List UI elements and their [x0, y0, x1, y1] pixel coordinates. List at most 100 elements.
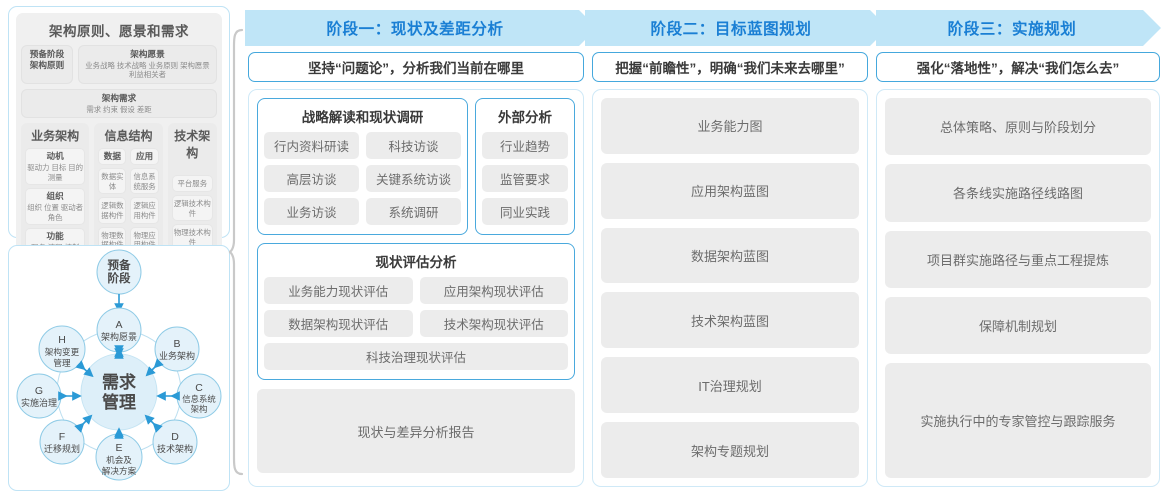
adm-node-b-label: 业务架构: [159, 350, 195, 361]
chip-item-full[interactable]: 科技治理现状评估: [264, 343, 568, 370]
chip-item[interactable]: 同业实践: [482, 198, 568, 225]
phase-3-banner[interactable]: [876, 10, 1161, 46]
chip-item[interactable]: 应用架构现状评估: [419, 277, 568, 304]
adm-center-line1: 需求: [102, 372, 136, 392]
phase-1-body: 战略解读和现状调研 行内资料研读 科技访谈 高层访谈 关键系统访谈 业务访谈 系…: [248, 89, 584, 487]
chip-row: 业务访谈 系统调研: [264, 198, 461, 225]
phase-2-subtitle: 把握“前瞻性”，明确“我们未来去哪里”: [592, 52, 868, 82]
phase-2-header[interactable]: 阶段二：目标蓝图规划: [650, 21, 812, 38]
adm-cycle-svg: 需求 管理 预备 阶段 A 架构愿景 B 业务架构 C: [16, 249, 222, 481]
data-item-label: 数据实体: [101, 172, 124, 191]
tech-item-label: 平台服务: [177, 179, 208, 189]
phase-3-item[interactable]: 各条线实施路径线路图: [885, 164, 1151, 222]
phase-3-item[interactable]: 保障机制规划: [885, 296, 1151, 355]
chip-item[interactable]: 行内资料研读: [264, 132, 359, 159]
tech-item: 逻辑技术构件: [171, 194, 213, 222]
phase-2-item[interactable]: 技术架构蓝图: [601, 292, 859, 349]
chip-item[interactable]: 高层访谈: [264, 165, 359, 192]
phase-1-column: 坚持“问题论”，分析我们当前在哪里 战略解读和现状调研 行内资料研读 科技访谈 …: [248, 52, 584, 487]
adm-node-c-label1: 信息系统: [182, 394, 216, 404]
adm-node-c-key: C: [195, 382, 203, 394]
adm-node-d: [152, 419, 198, 465]
application-item: 逻辑应用构件: [130, 197, 159, 224]
data-item-label: 物理数据构件: [101, 230, 124, 250]
group-title: 现状评估分析: [375, 255, 457, 270]
application-head: 应用: [135, 151, 154, 162]
requirements-title: 架构需求: [101, 92, 137, 103]
information-data-col: 数据 数据实体 逻辑数据构件 物理数据构件: [98, 148, 127, 255]
tech-item: 平台服务: [171, 175, 213, 192]
tech-item-label: 物理技术构件: [173, 228, 211, 247]
adm-node-h-label2: 管理: [53, 357, 71, 368]
architecture-vision-box: 架构愿景 业务战略 技术战略 业务原则 架构愿景 利益相关者: [78, 45, 217, 84]
group-sub: 组织 位置 驱动者 角色: [27, 203, 84, 222]
adm-node-f: [39, 419, 85, 465]
connector-bracket: [228, 28, 250, 476]
adm-node-b-key: B: [173, 338, 180, 350]
phase-2-item[interactable]: 数据架构蓝图: [601, 227, 859, 284]
data-item: 逻辑数据构件: [98, 197, 127, 224]
phase-2-item[interactable]: 架构专题规划: [601, 422, 859, 478]
phase-2-banner[interactable]: [585, 10, 888, 46]
adm-cycle-card: 需求 管理 预备 阶段 A 架构愿景 B 业务架构 C: [8, 245, 230, 491]
chip-item[interactable]: 数据架构现状评估: [264, 310, 413, 337]
chip-item[interactable]: 业务访谈: [264, 198, 359, 225]
phase-3-body: 总体策略、原则与阶段划分 各条线实施路径线路图 项目群实施路径与重点工程提炼 保…: [876, 89, 1160, 487]
group-external-analysis: 外部分析 行业趋势 监管要求 同业实践: [475, 98, 575, 235]
phase-1-banner[interactable]: [245, 10, 597, 46]
requirements-items: 需求 约束 假设 差距: [86, 104, 152, 114]
pillar-title: 技术架构: [174, 129, 211, 161]
phase-1-subtitle: 坚持“问题论”，分析我们当前在哪里: [248, 52, 584, 82]
adm-node-h: [38, 325, 86, 373]
phase-2-item[interactable]: 应用架构蓝图: [601, 162, 859, 219]
adm-node-g-key: G: [35, 385, 43, 397]
chip-row: 业务能力现状评估 应用架构现状评估: [264, 277, 568, 304]
information-application-col: 应用 信息系统服务 逻辑应用构件 物理应用构件: [130, 148, 159, 255]
adm-node-c-label2: 架构: [191, 404, 208, 414]
adm-node-f-key: F: [59, 431, 65, 443]
adm-node-b: [154, 326, 200, 372]
pillar-title: 信息结构: [104, 129, 153, 144]
phase-1-header[interactable]: 阶段一：现状及差距分析: [326, 21, 504, 38]
framework-requirements-row: 架构需求 需求 约束 假设 差距: [21, 88, 217, 119]
adm-node-g-label: 实施治理: [21, 397, 57, 408]
adm-node-d-key: D: [171, 431, 179, 443]
group-strategy-research: 战略解读和现状调研 行内资料研读 科技访谈 高层访谈 关键系统访谈 业务访谈 系…: [257, 98, 468, 235]
group-title: 战略解读和现状调研: [301, 110, 424, 125]
phase-2-item[interactable]: IT治理规划: [601, 357, 859, 414]
pillar-group: 组织 组织 位置 驱动者 角色: [25, 188, 86, 226]
phase-3-header[interactable]: 阶段三：实施规划: [947, 21, 1077, 38]
chip-item[interactable]: 科技访谈: [366, 132, 461, 159]
phase-2-item[interactable]: 业务能力图: [601, 98, 859, 154]
chip-item[interactable]: 技术架构现状评估: [419, 310, 568, 337]
architecture-framework-card: 架构原则、愿景和需求 预备阶段 架构原则 架构愿景 业务战略 技术战略 业务原则…: [8, 6, 230, 324]
chip-row: 高层访谈 关键系统访谈: [264, 165, 461, 192]
chip-row: 行内资料研读 科技访谈: [264, 132, 461, 159]
adm-node-d-label: 技术架构: [157, 443, 193, 454]
prep-line1: 预备阶段: [29, 49, 65, 59]
pillar-group: 动机 驱动力 目标 目的 测量: [25, 148, 86, 186]
phase-3-item[interactable]: 实施执行中的专家管控与跟踪服务: [885, 363, 1151, 478]
phase-1-output[interactable]: 现状与差异分析报告: [257, 389, 575, 473]
phase-3-item[interactable]: 总体策略、原则与阶段划分: [885, 98, 1151, 156]
adm-node-a-label: 架构愿景: [101, 331, 137, 342]
phase-2-body: 业务能力图 应用架构蓝图 数据架构蓝图 技术架构蓝图 IT治理规划 架构专题规划: [592, 89, 868, 487]
adm-node-e-label2: 解决方案: [102, 465, 137, 476]
information-two-col: 数据 数据实体 逻辑数据构件 物理数据构件: [98, 148, 159, 255]
phase-1-top-row: 战略解读和现状调研 行内资料研读 科技访谈 高层访谈 关键系统访谈 业务访谈 系…: [257, 98, 575, 235]
chip-item[interactable]: 行业趋势: [482, 132, 568, 159]
chip-item[interactable]: 监管要求: [482, 165, 568, 192]
chip-item[interactable]: 系统调研: [366, 198, 461, 225]
group-head: 组织: [46, 191, 64, 202]
vision-title: 架构愿景: [130, 49, 165, 59]
chip-item[interactable]: 业务能力现状评估: [264, 277, 413, 304]
prep-line2: 架构原则: [29, 59, 65, 70]
application-head-box: 应用: [130, 148, 159, 166]
pillar-title: 业务架构: [31, 129, 80, 144]
phase-3-item[interactable]: 项目群实施路径与重点工程提炼: [885, 230, 1151, 288]
group-sub: 驱动力 目标 目的 测量: [27, 163, 84, 182]
adm-node-prep: [96, 249, 142, 295]
chip-item[interactable]: 关键系统访谈: [366, 165, 461, 192]
group-title: 外部分析: [498, 110, 552, 125]
